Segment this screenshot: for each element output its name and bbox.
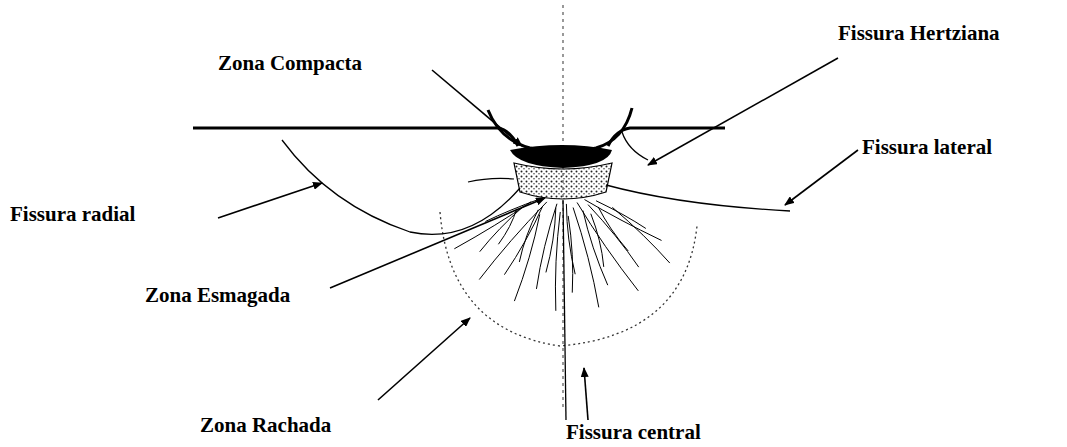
- radial-crack: [514, 214, 539, 301]
- zone-label: Fissura Hertziana: [838, 22, 1000, 45]
- zone-label: Fissura lateral: [862, 136, 992, 159]
- cracked-zone-boundary: [440, 212, 697, 346]
- radial-crack: [504, 206, 542, 275]
- zone-label: Zona Rachada: [200, 414, 331, 437]
- radial-crack: [546, 208, 556, 273]
- radial-crack: [577, 202, 638, 290]
- zone-label: Fissura central: [566, 421, 701, 444]
- radial-crack: [568, 216, 573, 293]
- hertzian-fissure: [622, 132, 648, 160]
- radial-crack: [536, 204, 557, 289]
- radial-crack: [479, 202, 547, 280]
- radial-fissure: [282, 140, 520, 234]
- zone-label: Zona Esmagada: [145, 284, 290, 307]
- radial-crack: [584, 200, 661, 241]
- leader-arrow: [432, 70, 522, 146]
- radial-crack: [596, 201, 646, 229]
- radial-crack: [555, 212, 560, 311]
- radial-cracks: [454, 199, 669, 311]
- compact-zone: [510, 145, 612, 168]
- radial-crack: [480, 205, 525, 251]
- leader-arrow: [330, 198, 545, 288]
- zone-label: Zona Compacta: [218, 52, 362, 75]
- lateral-fissure: [606, 185, 790, 211]
- radial-crack: [598, 207, 628, 251]
- radial-crack: [612, 207, 669, 263]
- small-crack: [468, 178, 514, 182]
- leader-arrow: [378, 318, 470, 400]
- crushed-zone: [514, 163, 612, 199]
- radial-crack: [588, 205, 639, 268]
- zone-label: Fissura radial: [10, 203, 135, 226]
- surface-line: [193, 128, 518, 146]
- leader-arrow: [648, 58, 838, 165]
- leader-arrow: [785, 150, 858, 205]
- radial-crack: [566, 204, 575, 274]
- central-fissure: [563, 200, 566, 420]
- leader-arrow: [584, 368, 588, 420]
- leader-arrow: [218, 183, 322, 218]
